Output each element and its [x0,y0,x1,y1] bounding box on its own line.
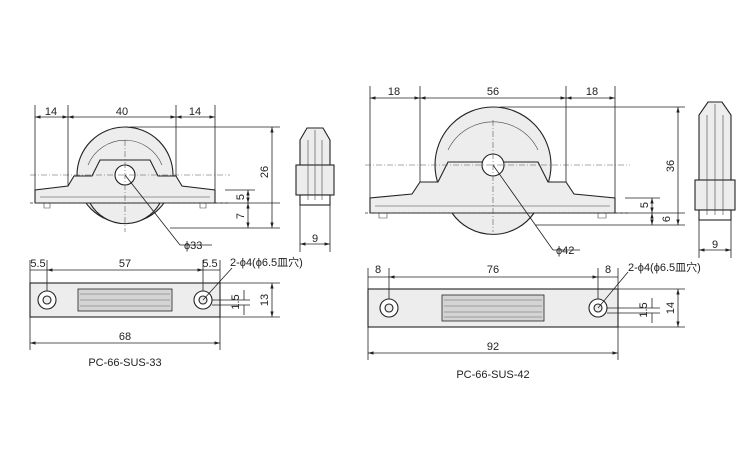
dim-14-left: 14 [45,106,57,118]
dim-14-right: 14 [189,106,201,118]
dim-68: 68 [119,331,131,343]
dim-13: 13 [259,294,271,306]
large-roller-bottom-view [367,268,685,360]
dim-1-5: 1.5 [638,302,650,317]
dim-diameter-33: ϕ33 [184,240,202,252]
large-roller-front-view [365,86,685,251]
hole-spec-large: 2-ϕ4(ϕ6.5皿穴) [628,260,701,274]
dim-5: 5 [639,202,651,208]
dim-14: 14 [665,302,677,314]
dim-92: 92 [487,341,499,353]
dim-5-5-right: 5.5 [202,258,217,270]
dim-18-left: 18 [388,86,400,98]
large-roller-side-view [694,101,736,258]
dim-5: 5 [235,194,247,200]
dim-26: 26 [259,166,271,178]
dim-6: 6 [661,216,673,222]
dim-36: 36 [665,160,677,172]
dim-56: 56 [487,86,499,98]
dim-8-left: 8 [375,264,381,276]
small-roller-side-view [295,127,335,252]
dim-side-9: 9 [312,233,318,245]
small-roller-front-view [30,105,280,246]
dim-18-right: 18 [586,86,598,98]
dim-8-right: 8 [605,264,611,276]
dim-5-5-left: 5.5 [30,258,45,270]
dim-76: 76 [487,264,499,276]
dim-1-5: 1.5 [230,294,242,309]
dim-7: 7 [235,213,247,219]
caption-small: PC-66-SUS-33 [88,357,161,369]
dim-diameter-42: ϕ42 [556,245,574,257]
dim-57: 57 [119,258,131,270]
caption-large: PC-66-SUS-42 [456,369,529,381]
hole-spec-small: 2-ϕ4(ϕ6.5皿穴) [230,255,303,269]
dim-side-9: 9 [712,239,718,251]
dim-40: 40 [116,106,128,118]
small-roller-bottom-view [29,260,280,350]
